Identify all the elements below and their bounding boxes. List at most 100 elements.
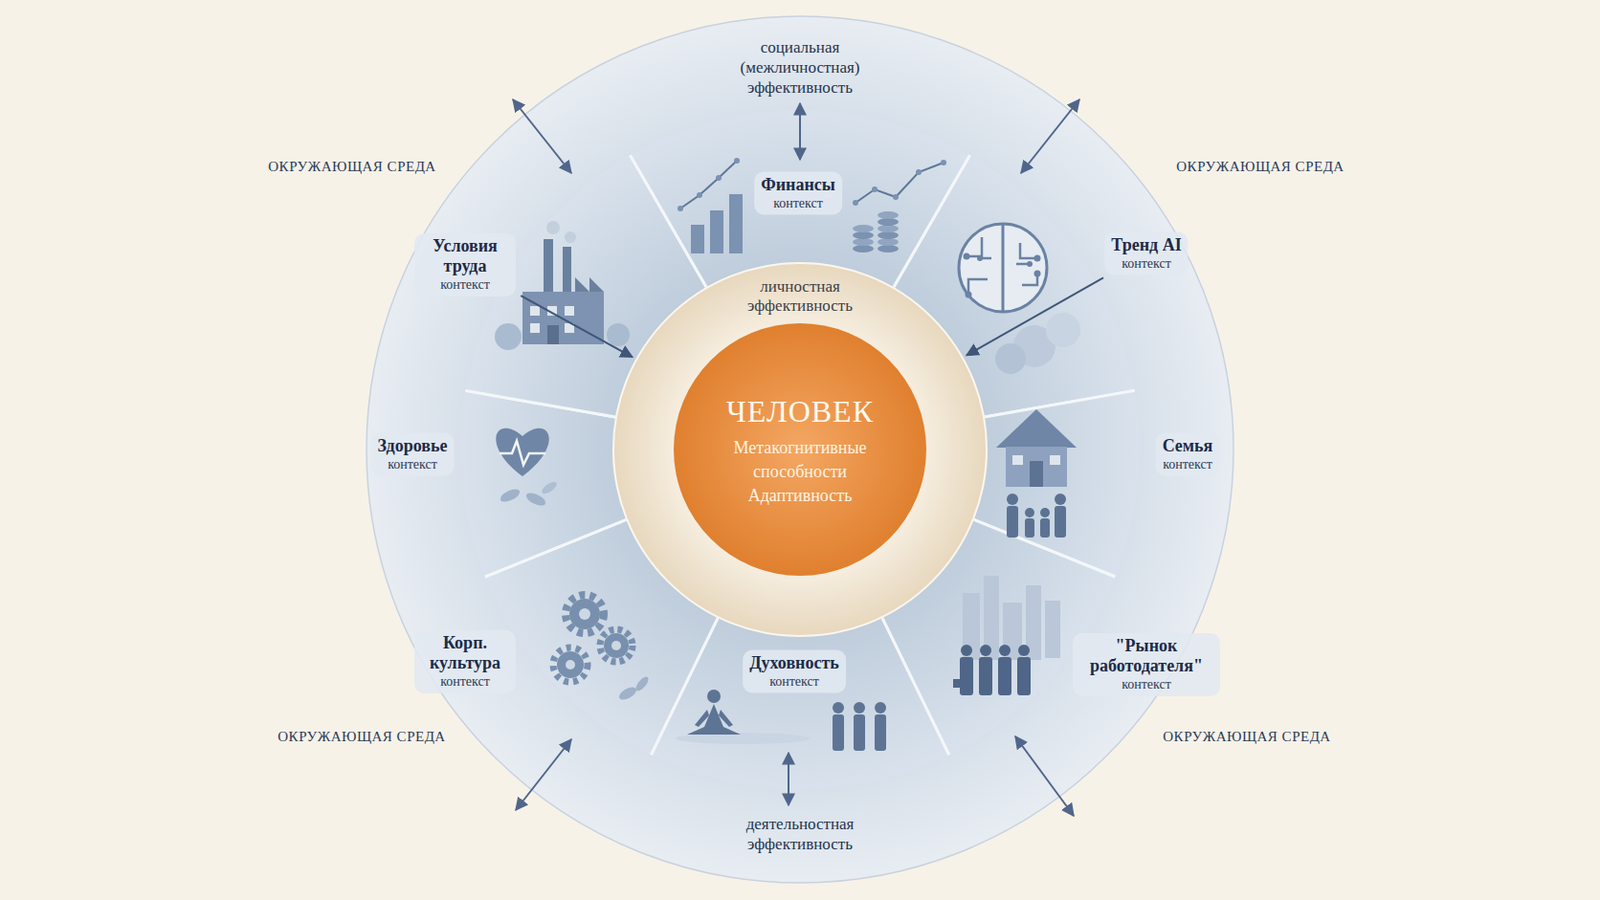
- segment-context: контекст: [1111, 255, 1181, 273]
- family-illustration: [1006, 493, 1019, 506]
- segment-label: Здоровьеконтекст: [371, 433, 455, 477]
- working-conditions-illustration: [562, 246, 572, 292]
- segment-label: Духовностьконтекст: [742, 650, 846, 694]
- ai-brain-illustration: [963, 253, 1042, 299]
- segment-context: контекст: [1079, 676, 1214, 694]
- segment-label: "Рынок работодателя"контекст: [1072, 633, 1221, 697]
- working-conditions-illustration: [547, 325, 559, 345]
- environment-label: ОКРУЖАЮЩАЯ СРЕДА: [1162, 728, 1331, 747]
- finance-illustration: [852, 238, 874, 246]
- person-core-circle: ЧЕЛОВЕКМетакогнитивные способностиАдапти…: [673, 323, 927, 577]
- family-illustration: [1006, 506, 1019, 538]
- environment-ring: ОКРУЖАЮЩАЯ СРЕДАсоциальная (межличностна…: [364, 14, 1236, 886]
- family-illustration: [1054, 506, 1067, 538]
- interaction-arrows: [799, 103, 801, 160]
- segment-context: контекст: [377, 456, 448, 474]
- finance-illustration: [710, 210, 724, 254]
- corporate-culture-illustration: [565, 660, 576, 670]
- family-illustration: [1012, 455, 1023, 466]
- ai-brain-illustration: [1034, 255, 1042, 263]
- spirituality-illustration: [853, 714, 866, 752]
- finance-illustration: [852, 244, 874, 253]
- job-market-illustration: [953, 576, 1061, 696]
- core-circle: [673, 323, 927, 577]
- segment-fill: [974, 390, 1140, 578]
- context-segment: Духовностьконтекст: [650, 618, 950, 790]
- corporate-culture-illustration: [633, 675, 651, 694]
- corporate-culture-illustration: [600, 629, 633, 663]
- finance-illustration: [940, 159, 947, 166]
- segment-title: Условия труда: [421, 236, 510, 277]
- job-market-illustration: [953, 644, 1031, 696]
- finance-illustration: [877, 224, 899, 233]
- segment-fill: [630, 110, 971, 288]
- finance-illustration: [733, 157, 740, 164]
- segment-divider: [974, 519, 1115, 578]
- segment-shape: [973, 390, 1223, 578]
- ai-brain-illustration: [1026, 261, 1033, 267]
- environment-label: ОКРУЖАЮЩАЯ СРЕДА: [277, 728, 445, 747]
- interaction-arrows: [1015, 736, 1074, 817]
- finance-illustration: [852, 200, 859, 206]
- context-segment: Корп. культураконтекст: [412, 519, 719, 756]
- segment-divider: [630, 155, 708, 289]
- working-conditions-illustration: [564, 231, 577, 244]
- segment-label: Семьяконтекст: [1155, 433, 1221, 477]
- personal-effectiveness-label: личностная эффективность: [728, 277, 872, 316]
- finance-illustration: [892, 194, 899, 200]
- segment-context: контекст: [421, 673, 510, 691]
- segment-context: контекст: [1162, 456, 1214, 474]
- segment-divider: [882, 618, 950, 756]
- segment-fill: [893, 155, 1135, 418]
- segment-shape: [893, 155, 1191, 418]
- ai-brain-illustration: [966, 237, 1038, 295]
- family-illustration: [1040, 518, 1050, 538]
- segment-divider: [650, 618, 718, 756]
- ring-label: ОКРУЖАЮЩАЯ СРЕДА: [277, 728, 445, 747]
- core-subtitle: Адаптивность: [694, 484, 906, 509]
- finance-illustration: [852, 224, 874, 233]
- connector-arrow: [966, 277, 1104, 356]
- family-illustration: [1024, 518, 1035, 538]
- finance-illustration: [690, 224, 705, 254]
- job-market-illustration: [1044, 600, 1061, 659]
- segment-divider: [974, 519, 1115, 578]
- ai-brain-illustration: [977, 255, 983, 262]
- segment-label: Тренд AIконтекст: [1104, 232, 1188, 276]
- job-market-illustration: [960, 644, 973, 657]
- core-label: ЧЕЛОВЕКМетакогнитивные способностиАдапти…: [694, 392, 906, 509]
- spirituality-illustration: [687, 704, 741, 735]
- job-market-illustration: [1017, 657, 1031, 696]
- ai-brain-illustration: [1045, 312, 1081, 348]
- spirituality-illustration: [832, 714, 845, 752]
- finance-illustration: [855, 162, 944, 203]
- segment-title: "Рынок работодателя": [1079, 636, 1214, 677]
- core-subtitle: Метакогнитивные способности: [694, 436, 906, 485]
- effectiveness-label: деятельностная эффективность: [716, 814, 885, 855]
- segment-title: Тренд AI: [1111, 235, 1181, 256]
- segment-title: Духовность: [749, 653, 840, 674]
- ai-brain-illustration: [1001, 223, 1005, 312]
- segment-divider: [882, 618, 950, 756]
- finance-illustration: [877, 244, 899, 253]
- finance-illustration: [877, 231, 899, 240]
- spirituality-illustration: [874, 702, 887, 714]
- connector-arrow: [520, 295, 633, 357]
- job-market-illustration: [999, 644, 1011, 657]
- working-conditions-illustration: [564, 306, 575, 316]
- finance-illustration: [696, 192, 703, 199]
- ai-brain-illustration: [995, 343, 1026, 375]
- family-illustration: [996, 409, 1077, 538]
- segment-divider: [893, 155, 971, 289]
- segment-divider: [650, 618, 718, 756]
- segment-context: контекст: [749, 673, 840, 691]
- environment-label: ОКРУЖАЮЩАЯ СРЕДА: [1176, 157, 1344, 177]
- finance-illustration: [729, 194, 743, 254]
- segment-divider: [465, 390, 616, 418]
- context-segment: Семьяконтекст: [973, 390, 1223, 578]
- corporate-culture-illustration: [553, 647, 588, 683]
- working-conditions-illustration: [494, 323, 522, 351]
- ai-brain-illustration: [963, 253, 971, 261]
- job-market-illustration: [962, 576, 1061, 661]
